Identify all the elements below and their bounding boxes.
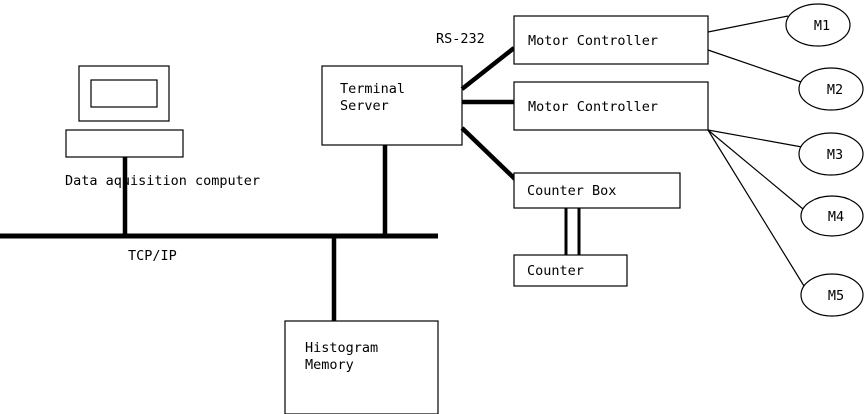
motor-controller-1-box bbox=[513, 15, 709, 65]
counter-box-box bbox=[513, 172, 681, 209]
link-terminal-server-to-motor-controller-1 bbox=[460, 46, 516, 91]
counter-box-label: Counter Box bbox=[527, 183, 616, 199]
motor-label-m4: M4 bbox=[828, 209, 844, 225]
histogram-memory-box bbox=[284, 320, 439, 414]
motor-ellipse-m5 bbox=[800, 273, 864, 317]
motor-node-m4: M4 bbox=[800, 195, 864, 237]
link-motor-controller-2-to-m3 bbox=[707, 129, 803, 148]
computer-monitor-screen bbox=[90, 79, 158, 108]
motor-controller-2-label: Motor Controller bbox=[528, 99, 658, 115]
terminal-server-label-line1: Terminal bbox=[340, 81, 405, 97]
terminal-server-box bbox=[321, 65, 463, 146]
terminal-server-label-line2: Server bbox=[340, 98, 389, 114]
rs232-label: RS-232 bbox=[436, 31, 485, 47]
link-motor-controller-2-to-m4 bbox=[707, 129, 804, 210]
tcpip-label: TCP/IP bbox=[128, 248, 177, 264]
data-acquisition-computer-label: Data aquisition computer bbox=[65, 173, 260, 189]
motor-controller-1-label: Motor Controller bbox=[528, 33, 658, 49]
motor-ellipse-m3 bbox=[798, 132, 864, 176]
motor-node-m3: M3 bbox=[798, 132, 864, 176]
link-motor-controller-2-to-m5 bbox=[707, 129, 805, 287]
computer-base-unit bbox=[65, 129, 184, 158]
motor-label-m2: M2 bbox=[827, 82, 843, 98]
link-motor-controller-1-to-m1 bbox=[707, 15, 789, 33]
histogram-memory-label-line1: Histogram bbox=[305, 340, 378, 356]
motor-ellipse-m4 bbox=[800, 195, 864, 237]
counter-box bbox=[513, 254, 628, 287]
motor-ellipse-m2 bbox=[798, 67, 864, 111]
motor-ellipse-m1 bbox=[785, 3, 851, 47]
motor-controller-2-box bbox=[513, 81, 709, 131]
motor-label-m1: M1 bbox=[814, 18, 830, 34]
motor-node-m5: M5 bbox=[800, 273, 864, 317]
motor-node-m2: M2 bbox=[798, 67, 864, 111]
motor-label-m5: M5 bbox=[828, 288, 844, 304]
link-motor-controller-1-to-m2 bbox=[707, 49, 802, 83]
motor-node-m1: M1 bbox=[785, 3, 851, 47]
link-terminal-server-to-counter-box bbox=[460, 126, 518, 182]
histogram-memory-label-line2: Memory bbox=[305, 357, 354, 373]
motor-label-m3: M3 bbox=[827, 147, 843, 163]
counter-label: Counter bbox=[527, 263, 584, 279]
